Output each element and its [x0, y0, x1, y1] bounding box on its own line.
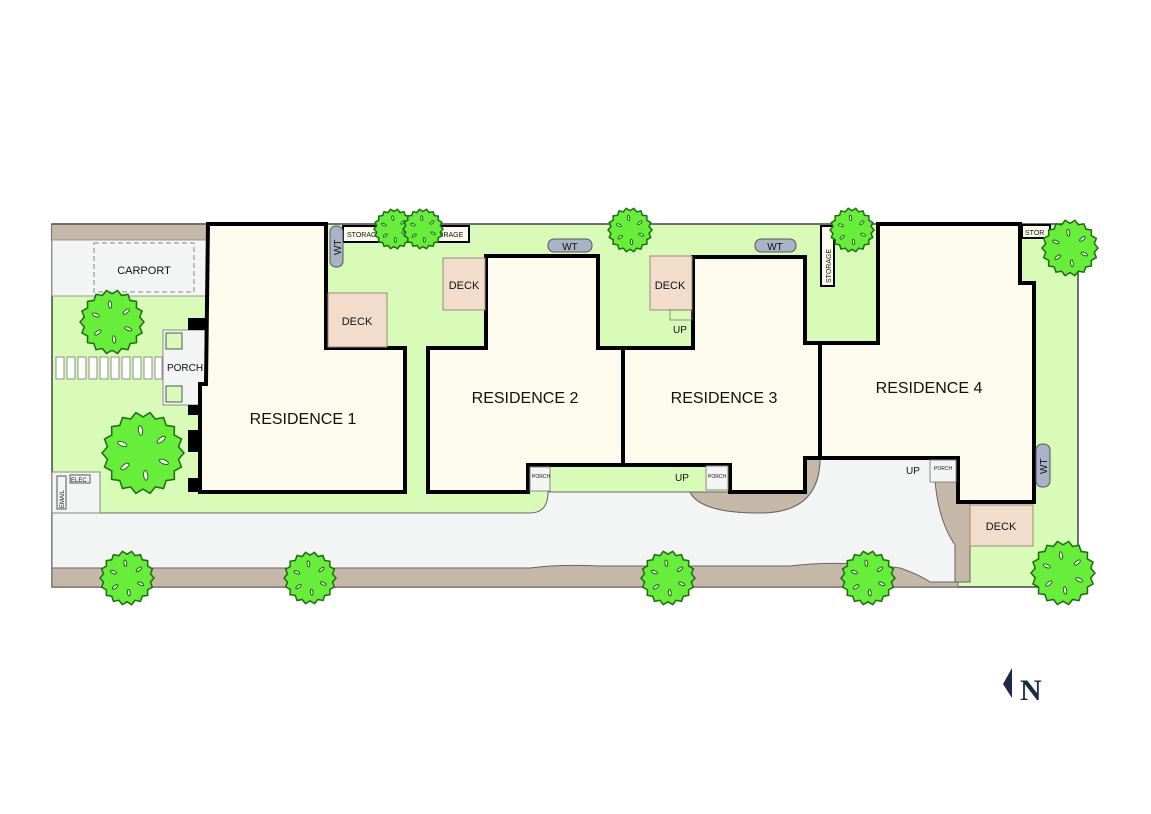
path-res3 — [689, 457, 821, 514]
residence-2-label: RESIDENCE 2 — [472, 390, 579, 407]
deck-label: DECK — [655, 280, 686, 292]
tree-icon — [607, 207, 653, 253]
wt-label: WT — [562, 242, 578, 253]
tree-icon — [829, 207, 875, 253]
elec-box — [69, 474, 91, 484]
tree-icon — [283, 551, 337, 605]
deck-label: DECK — [986, 521, 1017, 533]
deck-steps — [669, 309, 693, 321]
deck-residence-2 — [442, 257, 486, 311]
deck-label: DECK — [449, 280, 480, 292]
up-label: UP — [906, 466, 920, 477]
elec-label: ELEC — [71, 478, 87, 484]
email-box — [56, 475, 67, 510]
stepping-stones — [55, 356, 163, 380]
porch-residence-4 — [929, 459, 957, 483]
deck-label: DECK — [342, 316, 373, 328]
utility-box — [51, 471, 101, 514]
wt-label: WT — [1039, 458, 1050, 474]
residence-1-label: RESIDENCE 1 — [250, 411, 357, 428]
water-tank-3 — [754, 238, 797, 253]
north-arrow: N — [1003, 668, 1042, 707]
carport-outline — [93, 242, 195, 293]
north-arrow-icon — [1003, 668, 1012, 698]
residence-1 — [198, 222, 407, 494]
porch-small-label: PORCH — [934, 466, 952, 472]
porch-small-label: PORCH — [708, 474, 726, 480]
tree-icon — [373, 208, 415, 250]
tree-icon — [101, 411, 185, 495]
carport-label: CARPORT — [117, 265, 171, 277]
tree-icon — [402, 208, 444, 250]
storage-label: STORAG — [347, 232, 376, 239]
deck-residence-1 — [327, 292, 388, 348]
carport-area — [51, 239, 209, 297]
water-tank-2 — [547, 238, 593, 253]
up-label: UP — [673, 325, 687, 336]
wt-label: WT — [333, 239, 344, 255]
tree-icon — [99, 550, 155, 606]
porch-planter — [165, 332, 183, 350]
north-label: N — [1020, 674, 1042, 707]
porch-residence-2 — [529, 466, 551, 492]
residence-4-label: RESIDENCE 4 — [876, 380, 983, 397]
storage-label: STORAGE — [826, 249, 833, 283]
trees — [79, 207, 1099, 606]
tree-icon — [1041, 219, 1099, 277]
residence-4 — [818, 222, 1036, 504]
storage-label: ORAGE — [438, 232, 464, 239]
wt-label: WT — [767, 242, 783, 253]
tree-icon — [640, 550, 696, 606]
tree-icon — [1030, 540, 1096, 606]
deck-residence-4 — [969, 504, 1034, 547]
up-label: UP — [675, 473, 689, 484]
residence-3-label: RESIDENCE 3 — [671, 390, 778, 407]
tree-icon — [79, 289, 145, 355]
email-label: EMAIL — [60, 489, 66, 508]
porch-label: PORCH — [167, 363, 203, 374]
storage-residence-3 — [820, 225, 835, 287]
porch-planter — [165, 385, 183, 403]
top-strip — [52, 225, 208, 240]
deck-residence-3 — [649, 255, 693, 311]
residence-1-wall-piers — [188, 318, 206, 492]
porch-small-label: PORCH — [532, 474, 550, 480]
water-tank-1 — [329, 225, 344, 268]
storage-label: STOR — [1025, 230, 1044, 237]
water-tank-4 — [1035, 443, 1051, 488]
tree-icon — [840, 550, 896, 606]
porch-residence-3 — [705, 465, 729, 491]
